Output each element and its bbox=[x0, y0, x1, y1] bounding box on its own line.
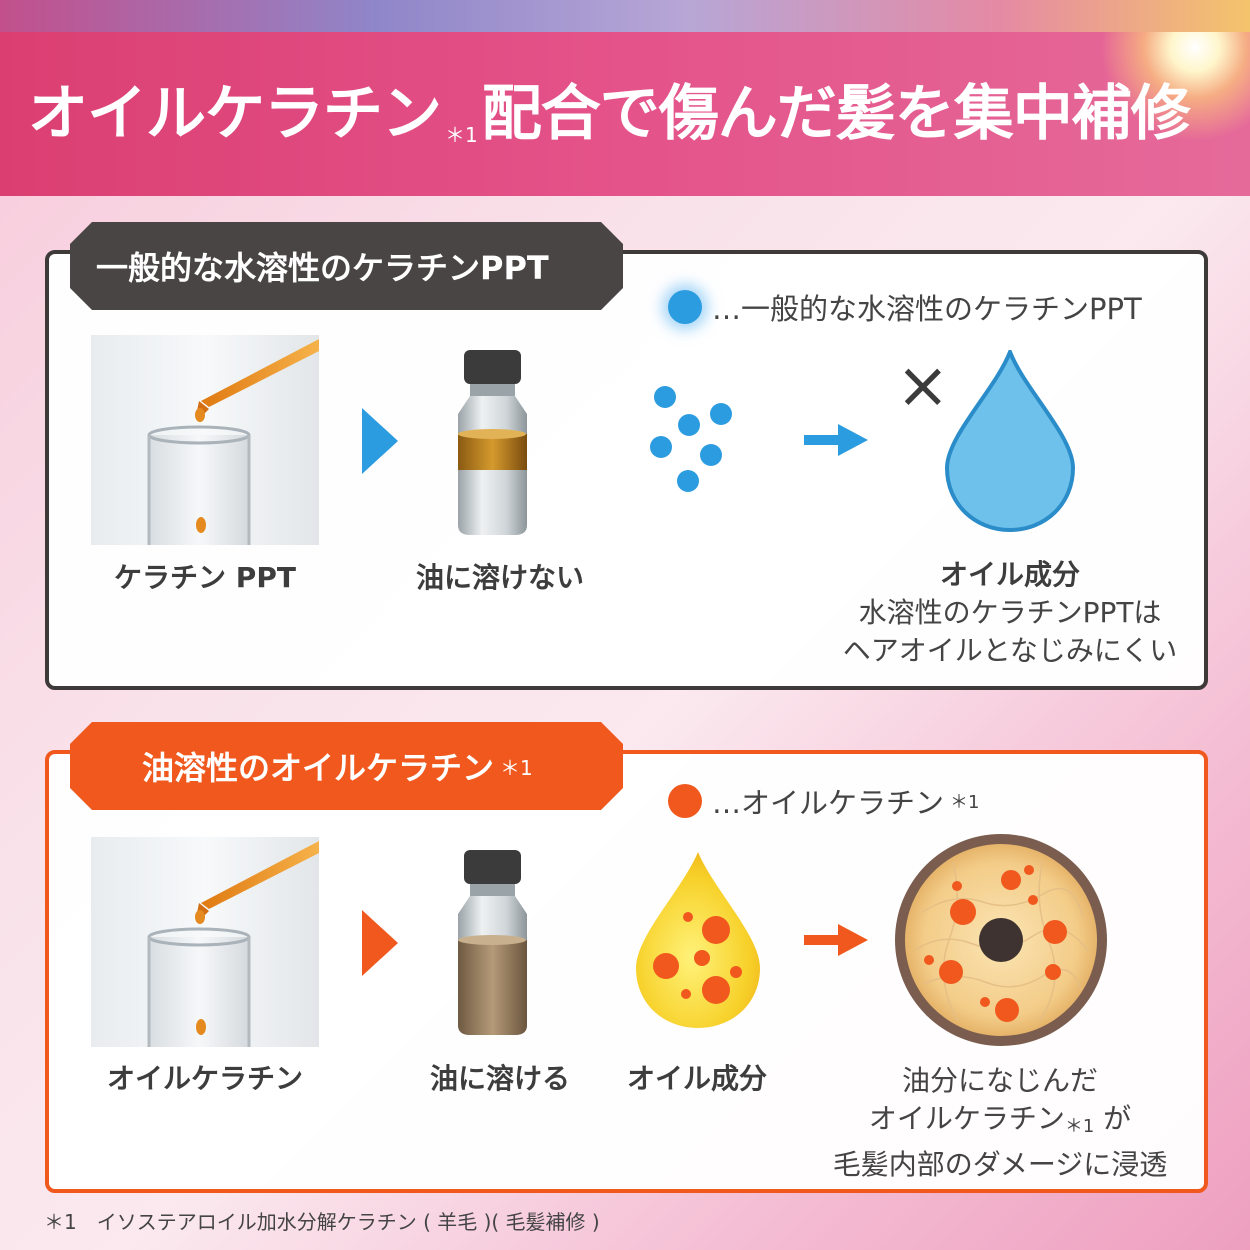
oil-result-line2a: オイルケラチン bbox=[868, 1102, 1065, 1135]
blue-dot-icon bbox=[668, 290, 702, 324]
particle-dot bbox=[1024, 865, 1034, 875]
oil-result-caption: 油分になじんだ オイルケラチン＊1 が 毛髪内部のダメージに浸透 bbox=[800, 1062, 1200, 1184]
particle-dot bbox=[678, 414, 700, 436]
particle-dot bbox=[1045, 964, 1061, 980]
particle-dot bbox=[1043, 920, 1067, 944]
water-soluble-tag: 一般的な水溶性のケラチンPPT bbox=[70, 222, 623, 310]
oil-legend-note: ＊1 bbox=[950, 792, 980, 813]
particle-dot bbox=[939, 960, 963, 984]
oil-keratin-photo bbox=[91, 837, 319, 1047]
play-arrow-icon bbox=[362, 408, 398, 474]
cross-icon: × bbox=[896, 349, 950, 423]
particle-dot bbox=[1001, 870, 1021, 890]
particle-dot bbox=[700, 444, 722, 466]
water-drop-icon bbox=[945, 350, 1075, 532]
keratin-ppt-photo bbox=[91, 335, 319, 545]
particle-dot bbox=[980, 997, 990, 1007]
oil-result-line1: 油分になじんだ bbox=[901, 1064, 1098, 1097]
test-tube-pipette-image bbox=[147, 841, 319, 1047]
play-arrow-icon bbox=[362, 910, 398, 976]
particle-dot bbox=[650, 436, 672, 458]
particle-dot bbox=[683, 912, 693, 922]
water-legend-text: …一般的な水溶性のケラチンPPT bbox=[712, 292, 1142, 326]
water-result-line2: ヘアオイルとなじみにくい bbox=[842, 634, 1178, 667]
page-title: オイルケラチン＊1配合で傷んだ髪を集中補修 bbox=[28, 76, 1191, 173]
right-arrow-icon bbox=[804, 924, 868, 956]
particle-dot bbox=[952, 881, 962, 891]
top-gradient-band bbox=[0, 0, 1250, 38]
particle-dot bbox=[702, 976, 730, 1004]
oil-result-line2b: が bbox=[1094, 1102, 1132, 1135]
vial-dissolved-image bbox=[458, 850, 527, 1035]
particle-dot bbox=[1028, 895, 1038, 905]
title-part1: オイルケラチン bbox=[28, 79, 442, 149]
water-keratin-particles bbox=[650, 386, 732, 492]
particle-dot bbox=[924, 955, 934, 965]
oil-step2-label: 油に溶ける bbox=[429, 1062, 570, 1095]
oil-step3-label: オイル成分 bbox=[626, 1062, 767, 1095]
footnote: ＊1 イソステアロイル加水分解ケラチン ( 羊毛 )( 毛髪補修 ) bbox=[44, 1210, 600, 1234]
water-soluble-tag-text: 一般的な水溶性のケラチンPPT bbox=[96, 249, 549, 287]
oil-soluble-tag-note: ＊1 bbox=[500, 755, 533, 780]
particle-dot bbox=[653, 953, 679, 979]
oil-legend: …オイルケラチン＊1 bbox=[668, 780, 979, 822]
title-part2: 配合で傷んだ髪を集中補修 bbox=[481, 79, 1191, 149]
oil-legend-text: …オイルケラチン bbox=[712, 786, 945, 820]
vial-undissolved-image bbox=[458, 350, 527, 535]
oil-soluble-tag: 油溶性のオイルケラチン＊1 bbox=[70, 722, 623, 810]
header-banner: オイルケラチン＊1配合で傷んだ髪を集中補修 bbox=[0, 32, 1250, 196]
particle-dot bbox=[710, 403, 732, 425]
oil-drop-with-keratin bbox=[636, 852, 760, 1028]
step1-label: ケラチン PPT bbox=[114, 561, 296, 594]
oil-result-line2-note: ＊1 bbox=[1064, 1116, 1095, 1137]
title-note: ＊1 bbox=[445, 123, 478, 147]
water-result-title: オイル成分 bbox=[939, 558, 1080, 591]
water-result-line1: 水溶性のケラチンPPTは bbox=[858, 596, 1162, 629]
water-result-caption: オイル成分 水溶性のケラチンPPTは ヘアオイルとなじみにくい bbox=[810, 556, 1210, 670]
hair-cross-section-icon bbox=[895, 834, 1107, 1046]
oil-result-line3: 毛髪内部のダメージに浸透 bbox=[832, 1148, 1168, 1181]
oil-soluble-tag-text: 油溶性のオイルケラチン bbox=[142, 749, 495, 787]
water-legend: …一般的な水溶性のケラチンPPT bbox=[668, 286, 1142, 328]
oil-step1-label: オイルケラチン bbox=[106, 1062, 303, 1095]
particle-dot bbox=[730, 966, 742, 978]
particle-dot bbox=[681, 989, 691, 999]
test-tube-pipette-image bbox=[147, 339, 319, 545]
particle-dot bbox=[950, 899, 976, 925]
orange-dot-icon bbox=[668, 784, 702, 818]
particle-dot bbox=[702, 916, 730, 944]
particle-dot bbox=[654, 386, 676, 408]
step2-label: 油に溶けない bbox=[415, 561, 584, 594]
particle-dot bbox=[995, 998, 1019, 1022]
right-arrow-icon bbox=[804, 424, 868, 456]
particle-dot bbox=[694, 950, 710, 966]
particle-dot bbox=[677, 470, 699, 492]
